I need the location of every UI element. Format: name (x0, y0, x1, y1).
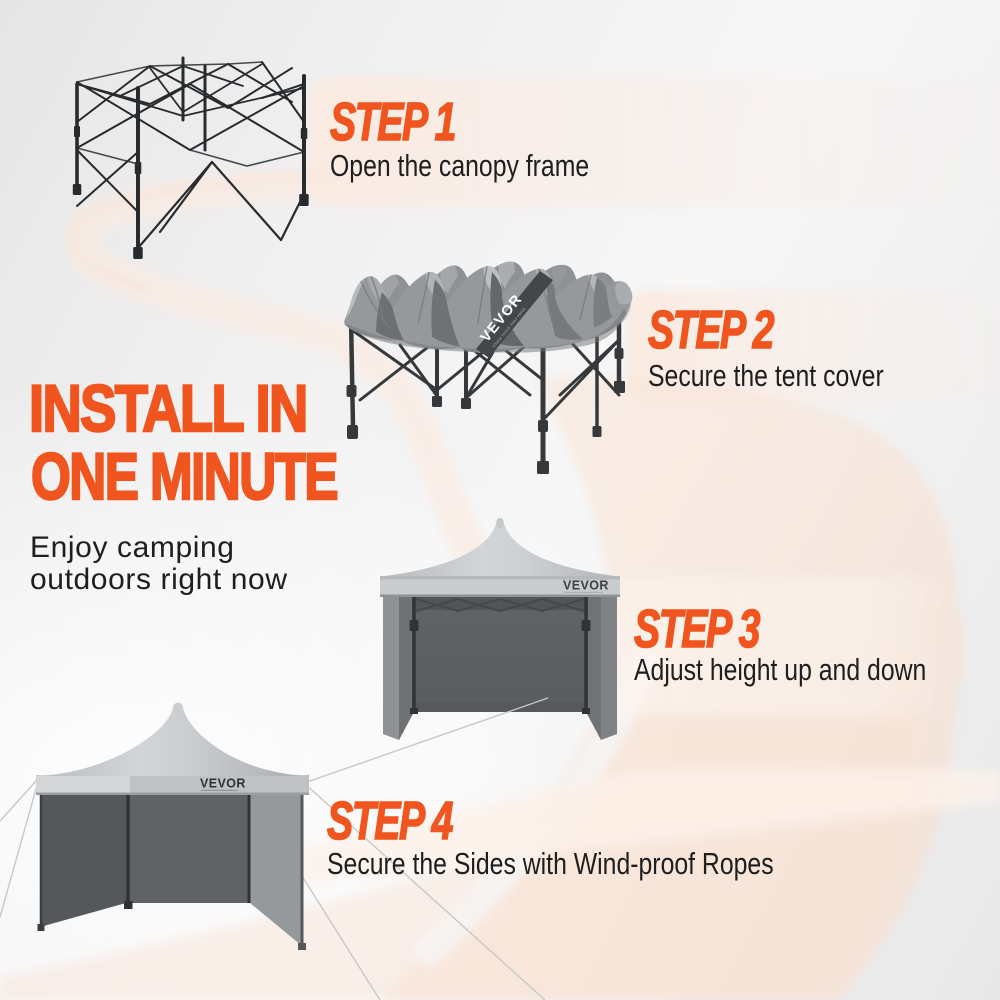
svg-text:VEVOR: VEVOR (563, 579, 609, 593)
svg-text:VEVOR: VEVOR (200, 777, 246, 791)
